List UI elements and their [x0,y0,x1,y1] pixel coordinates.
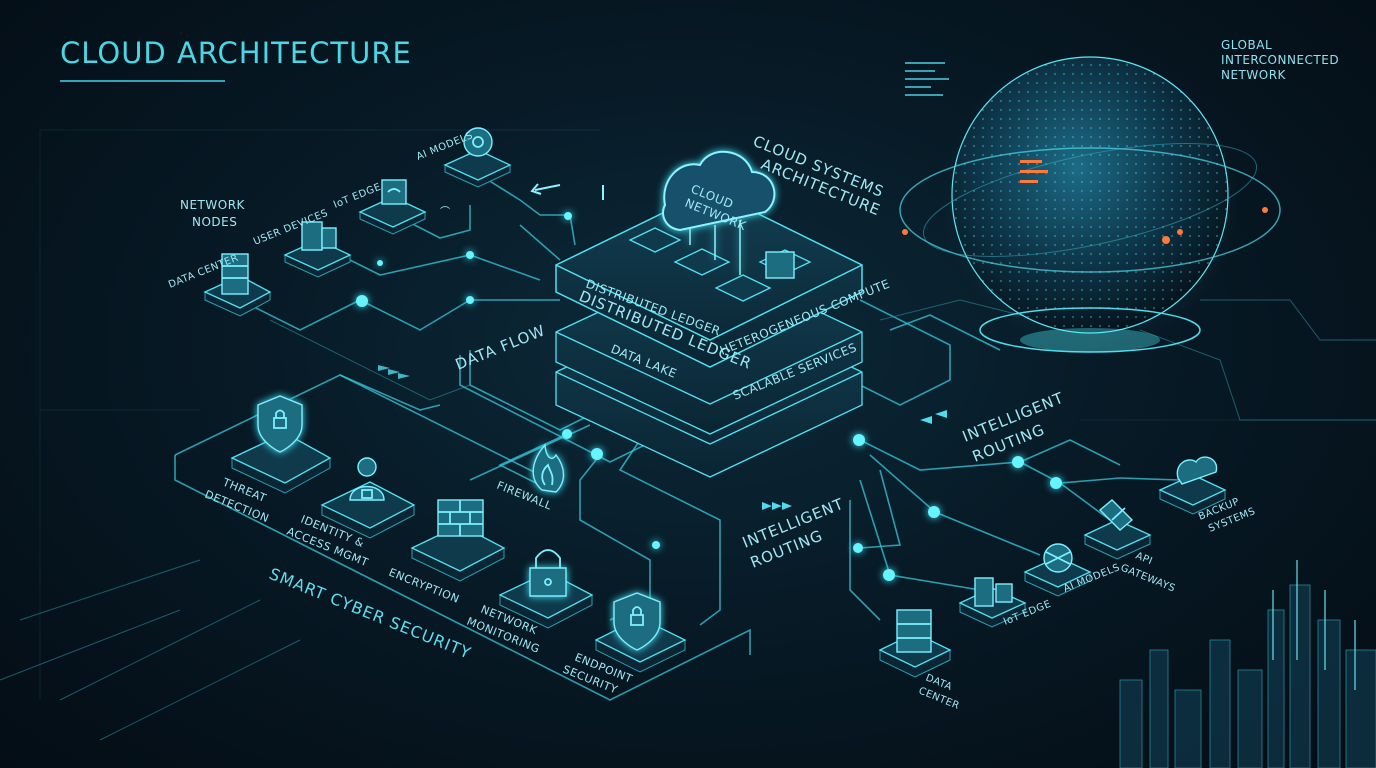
shield-icon [257,395,303,453]
service-iot-edge-node [958,577,1027,628]
endpoint-security-node [594,592,687,673]
globe-side-ticks [905,62,949,96]
identity-node [320,457,416,539]
routing-arrows [762,410,947,510]
center-stack: CLOUD NETWORK DISTRIBUTED LEDGER HETEROG… [530,132,892,478]
padlock-icon [529,567,567,597]
network-nodes-heading-line2: NODES [192,215,237,229]
page-title: CLOUD ARCHITECTURE [60,36,412,70]
network-monitoring-node [498,549,594,629]
iot-edge-node [358,179,427,235]
data-center-node [203,253,272,317]
globe-label: GLOBAL INTERCONNECTED NETWORK [1221,38,1340,82]
data-flow-label: DATA FLOW [453,321,548,373]
city-skyline [1119,584,1376,768]
network-nodes-heading-line1: NETWORK [180,198,246,212]
gateway-icon [1098,499,1134,531]
user-devices-node [283,221,352,278]
network-node-dots [356,212,1062,593]
title-underline [60,80,225,82]
api-gateways-node [1083,499,1152,560]
user-icon [357,457,377,477]
encryption-node [410,499,506,582]
skyline-light-columns [1272,560,1356,690]
security-group: THREAT DETECTION IDENTITY & ACCESS MGMT … [203,395,687,697]
api-gateways-line1: API [1134,551,1154,568]
service-data-center-line2: CENTER [917,686,961,712]
ai-models-node [443,127,512,188]
api-gateways-line2: GATEWAYS [1119,563,1177,595]
service-data-center-node [878,609,952,678]
network-nodes-group: NETWORK NODES DATA CENTER USER DEVICES I… [167,127,512,317]
globe [899,50,1281,353]
firewall-node [532,443,565,493]
antenna-icon-label: ⌒ [440,206,451,218]
endpoint-shield-icon [613,592,661,651]
cloud-icon [662,150,776,275]
service-ai-models-node [1023,543,1092,597]
server-icon [896,609,932,653]
compute-module-icons [628,227,812,302]
services-group: DATA CENTER IoT EDGE AI MODELS API GATEW… [878,456,1257,712]
backup-systems-node [1158,456,1227,515]
device-icon [974,577,994,607]
backup-cloud-icon [1176,456,1218,485]
threat-detection-node [230,395,332,494]
flow-arrows [378,365,410,379]
